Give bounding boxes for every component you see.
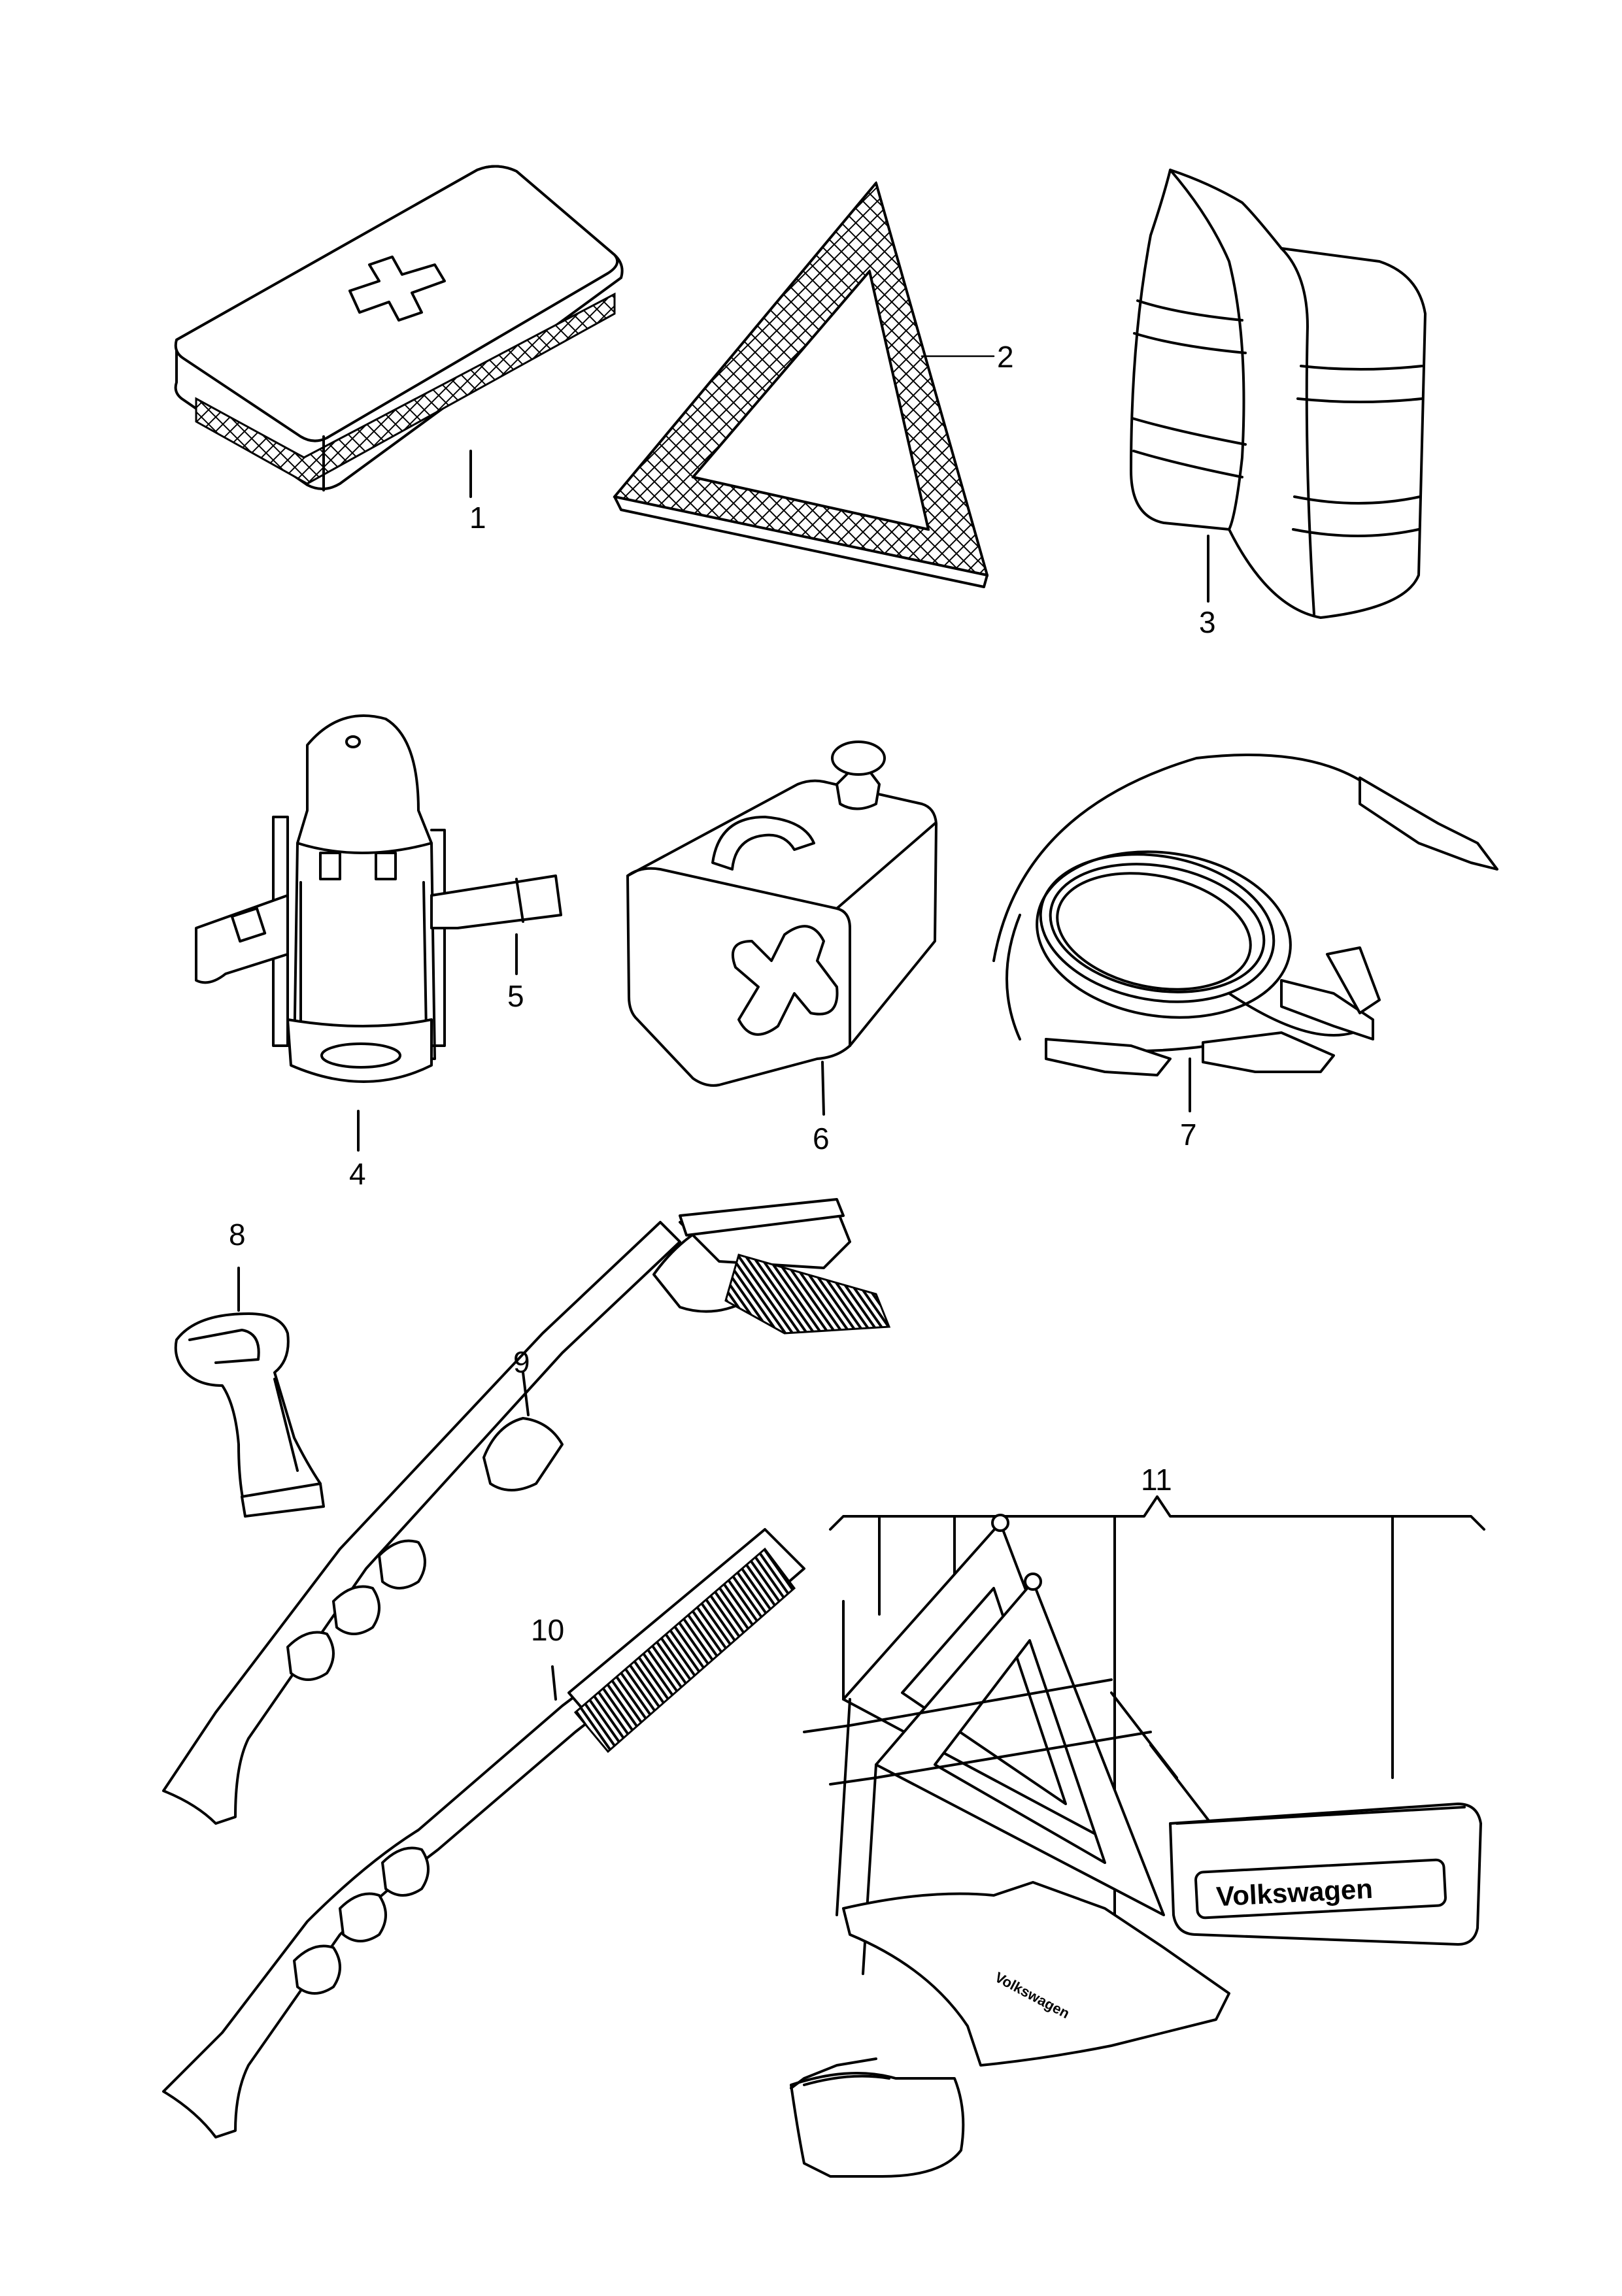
fire-extinguisher	[272, 714, 446, 1152]
callout-1: 1	[469, 501, 486, 535]
callout-4: 4	[349, 1157, 366, 1191]
callout-10: 10	[531, 1613, 564, 1647]
extinguisher-bracket-strap	[195, 874, 562, 984]
warning-triangle	[613, 180, 989, 588]
fuel-canister	[626, 740, 938, 1116]
callout-11: 11	[1141, 1463, 1172, 1497]
safety-vest	[1130, 169, 1427, 619]
callout-2: 2	[997, 340, 1014, 374]
cross-icon	[348, 256, 446, 322]
emergency-hammer	[174, 1267, 325, 1518]
callout-7: 7	[1180, 1118, 1197, 1152]
callout-3: 3	[1199, 605, 1216, 639]
snow-brush-small	[162, 1528, 805, 2138]
callout-9: 9	[513, 1345, 530, 1379]
snow-brush-ice-scraper	[162, 1198, 891, 1825]
first-aid-kit	[174, 165, 624, 498]
callout-5: 5	[507, 979, 524, 1013]
callout-8: 8	[229, 1218, 246, 1252]
jumper-cables	[992, 754, 1498, 1112]
warning-triangle-set: Volkswagen Volkswagen	[790, 1495, 1485, 2178]
callout-6: 6	[813, 1122, 830, 1156]
